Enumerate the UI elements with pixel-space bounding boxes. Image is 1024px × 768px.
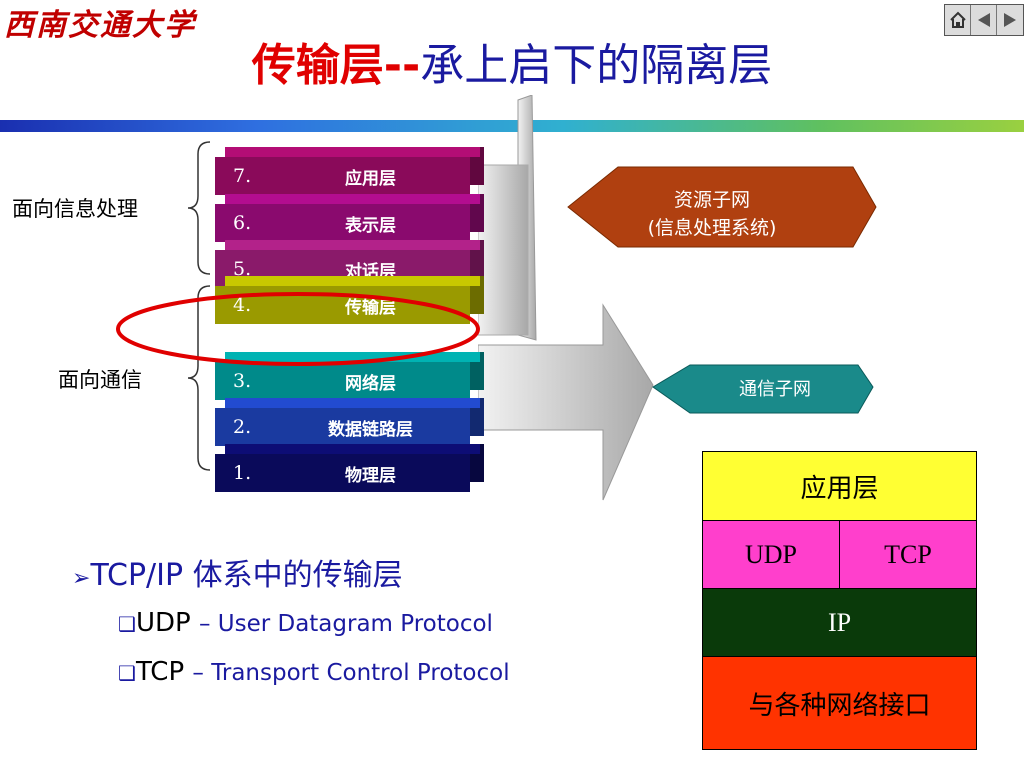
udp-desc: – User Datagram Protocol — [198, 611, 493, 637]
home-icon[interactable] — [945, 5, 971, 35]
tcpip-stack: 应用层 UDP TCP IP 与各种网络接口 — [702, 451, 977, 750]
osi-layer-side — [470, 147, 484, 185]
stack-net: 与各种网络接口 — [703, 657, 976, 749]
bullet-main-text: TCP/IP 体系中的传输层 — [90, 558, 403, 593]
nav-controls — [944, 4, 1024, 36]
triangle-right-icon[interactable] — [997, 5, 1023, 35]
osi-layer-number: 3. — [233, 370, 252, 392]
arrow-bullet-icon: ➢ — [72, 566, 91, 591]
udp-term: UDP — [135, 608, 191, 638]
osi-layer-number: 2. — [233, 416, 252, 438]
title-divider-bar — [0, 120, 1024, 132]
osi-layer-side — [470, 444, 484, 482]
osi-layer-name: 传输层 — [345, 297, 396, 318]
osi-layer-2: 2. 数据链路层 — [215, 398, 484, 446]
osi-layer-number: 6. — [233, 212, 252, 234]
osi-layer-name: 网络层 — [345, 373, 396, 394]
osi-layer-side — [470, 398, 484, 436]
resource-net-title: 资源子网 — [673, 189, 750, 211]
tcp-term: TCP — [135, 657, 185, 687]
group-info-label: 面向信息处理 — [12, 197, 138, 221]
osi-layer-3: 3. 网络层 — [215, 352, 484, 400]
osi-layer-side — [470, 194, 484, 232]
osi-layer-number: 5. — [233, 258, 252, 280]
bullet-udp: ❑UDP – User Datagram Protocol — [118, 608, 493, 638]
resource-net-subtitle: (信息处理系统) — [647, 217, 777, 239]
group-braces — [187, 141, 211, 471]
group-comm-label: 面向通信 — [58, 368, 142, 392]
highlight-ellipse — [116, 292, 480, 366]
osi-layer-side — [470, 240, 484, 278]
title-part1: 传输层-- — [251, 40, 421, 91]
osi-layer-number: 4. — [233, 294, 252, 316]
slide-title: 传输层--承上启下的隔离层 — [0, 38, 1024, 94]
comm-net-arrow — [652, 364, 874, 414]
checkbox-bullet-icon: ❑ — [118, 661, 136, 685]
stack-tcp: TCP — [840, 521, 976, 588]
osi-layer-number: 1. — [233, 462, 252, 484]
osi-layer-number: 7. — [233, 165, 252, 187]
osi-layer-name: 表示层 — [345, 215, 396, 236]
osi-layer-4: 4. 传输层 — [215, 276, 484, 324]
stack-ip: IP — [703, 589, 976, 657]
title-part2: 承上启下的隔离层 — [420, 40, 773, 91]
tcp-desc: – Transport Control Protocol — [192, 660, 510, 686]
bullet-tcp: ❑TCP – Transport Control Protocol — [118, 657, 510, 687]
resource-net-arrow — [567, 166, 877, 248]
osi-layer-name: 物理层 — [345, 465, 396, 486]
university-logo: 西南交通大学 — [4, 8, 196, 43]
triangle-left-icon[interactable] — [971, 5, 997, 35]
checkbox-bullet-icon: ❑ — [118, 612, 136, 636]
stack-transport-row: UDP TCP — [703, 521, 976, 589]
osi-layer-name: 应用层 — [345, 168, 396, 189]
osi-layer-7: 7. 应用层 — [215, 147, 484, 195]
comm-net-label: 通信子网 — [739, 379, 811, 400]
bullet-main: ➢TCP/IP 体系中的传输层 — [72, 550, 403, 594]
stack-udp: UDP — [703, 521, 840, 588]
osi-layer-1: 1. 物理层 — [215, 444, 484, 492]
diagram-arrows — [478, 95, 877, 501]
osi-layer-name: 数据链路层 — [328, 419, 413, 440]
osi-layer-6: 6. 表示层 — [215, 194, 484, 242]
stack-app: 应用层 — [703, 452, 976, 521]
resource-net-label: 资源子网 (信息处理系统) — [612, 186, 812, 242]
